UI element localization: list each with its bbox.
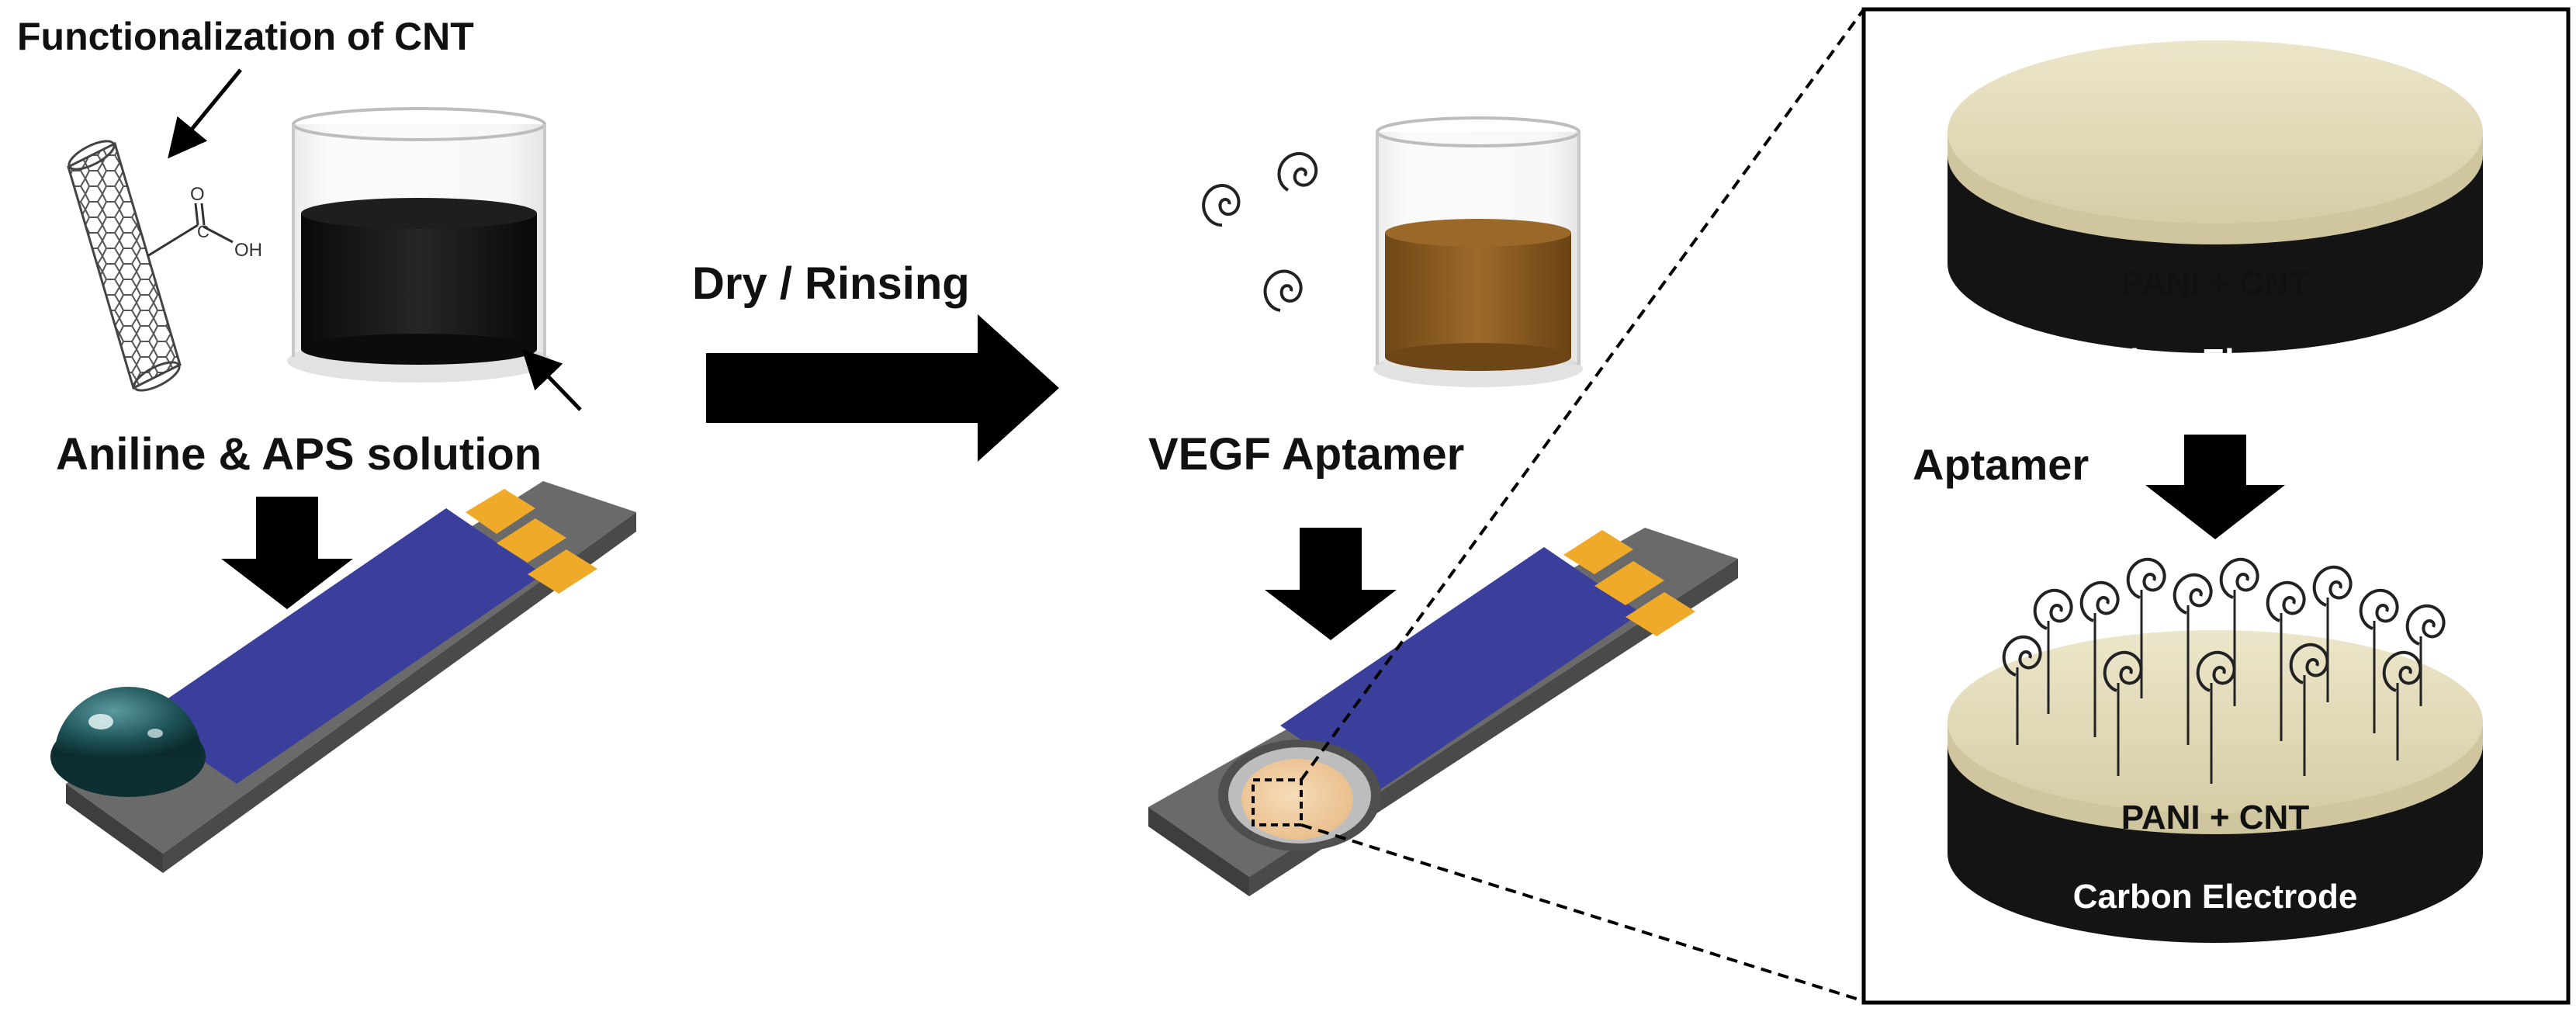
pointer-arrow-cnt <box>168 68 242 159</box>
vegf-aptamer-label: VEGF Aptamer <box>1148 429 1464 480</box>
svg-text:O: O <box>190 184 205 205</box>
down-arrow-3 <box>2145 435 2285 539</box>
dry-rinsing-label: Dry / Rinsing <box>692 258 970 309</box>
svg-text:C: C <box>197 222 209 241</box>
layer-label-carbon-top: Carbon Electrode <box>2073 342 2358 380</box>
sensor-strip-with-droplet <box>50 481 636 873</box>
functionalization-label: Functionalization of CNT <box>17 15 474 58</box>
immobilized-aptamer-icons <box>2002 557 2446 784</box>
pointer-arrow-solution <box>521 349 582 411</box>
aptamer-label: Aptamer <box>1913 440 2089 489</box>
electrode-cross-section-bottom: PANI + CNT Carbon Electrode <box>1948 557 2483 943</box>
aniline-aps-label: Aniline & APS solution <box>56 429 542 480</box>
electrode-cross-section-top: PANI + CNT Carbon Electrode <box>1948 40 2483 380</box>
down-arrow-1 <box>221 497 353 609</box>
zoom-line-top <box>1300 8 1865 781</box>
svg-text:OH: OH <box>234 240 262 261</box>
layer-label-pani-cnt-top: PANI + CNT <box>2121 265 2310 303</box>
zoom-line-bottom <box>1300 823 1864 1003</box>
layer-label-carbon-bottom: Carbon Electrode <box>2073 878 2358 916</box>
down-arrow-2 <box>1265 528 1397 640</box>
beaker-cnt-solution <box>287 107 551 383</box>
carboxyl-group-icon: O C OH <box>147 184 262 261</box>
layer-label-pani-cnt-bottom: PANI + CNT <box>2121 799 2310 837</box>
sensor-strip-with-electrode <box>1148 528 1738 896</box>
aptamer-icons <box>1196 148 1321 314</box>
beaker-aptamer-solution <box>1373 116 1583 387</box>
zoom-region <box>1252 778 1303 826</box>
carbon-nanotube-icon <box>67 140 182 392</box>
right-arrow-main <box>706 314 1059 462</box>
